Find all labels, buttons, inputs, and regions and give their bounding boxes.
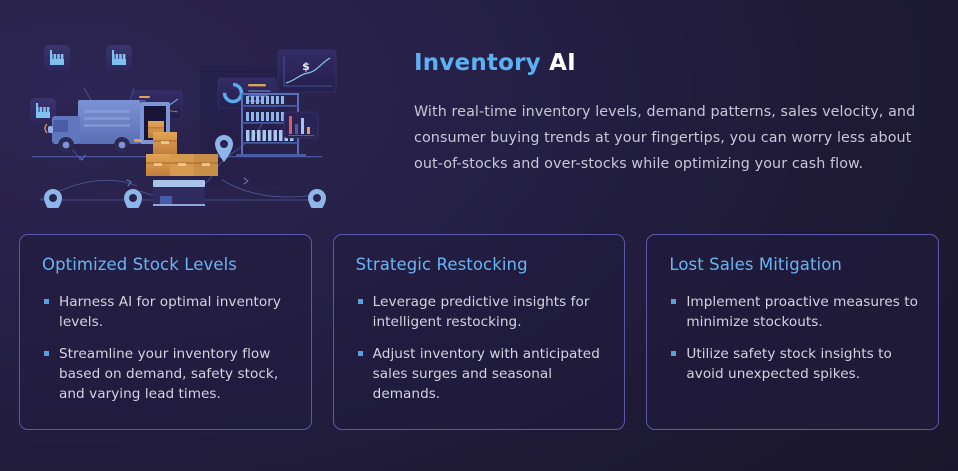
list-item: Harness AI for optimal inventory levels.: [42, 292, 291, 332]
page-title-primary: Inventory: [414, 50, 541, 76]
cardboard-boxes: [146, 132, 218, 176]
location-pin: [215, 135, 233, 162]
dollar-growth-chart-panel: $: [277, 49, 337, 93]
factory-icon: [44, 45, 70, 71]
card-title: Lost Sales Mitigation: [669, 255, 842, 274]
location-pin: [44, 189, 62, 216]
factory-icon: [106, 45, 132, 71]
list-item: Streamline your inventory flow based on …: [42, 344, 291, 404]
list-item: Implement proactive measures to minimize…: [669, 292, 918, 332]
dollar-symbol: $: [302, 60, 310, 73]
bar-chart-panel: [283, 111, 319, 139]
feature-card-optimized-stock-levels[interactable]: Optimized Stock Levels Harness AI for op…: [19, 234, 312, 430]
factory-icon: [30, 98, 56, 124]
card-title: Strategic Restocking: [355, 255, 528, 274]
page-title-secondary: AI: [549, 50, 576, 76]
list-item: Adjust inventory with anticipated sales …: [356, 344, 605, 404]
hero-copy: Inventory AI With real-time inventory le…: [414, 50, 922, 177]
hero-description: With real-time inventory levels, demand …: [414, 103, 916, 172]
card-bullet-list: Implement proactive measures to minimize…: [669, 292, 918, 384]
delivery-truck: [44, 100, 170, 153]
location-pin: [308, 189, 326, 216]
feature-card-lost-sales-mitigation[interactable]: Lost Sales Mitigation Implement proactiv…: [646, 234, 940, 430]
card-title: Optimized Stock Levels: [42, 255, 237, 274]
warehouse-building: [153, 180, 205, 206]
list-item: Leverage predictive insights for intelli…: [356, 292, 605, 332]
list-item: Utilize safety stock insights to avoid u…: [669, 344, 918, 384]
feature-card-strategic-restocking[interactable]: Strategic Restocking Leverage predictive…: [332, 234, 626, 430]
card-bullet-list: Leverage predictive insights for intelli…: [356, 292, 605, 404]
hero-section: $: [0, 0, 958, 222]
feature-card-list: Optimized Stock Levels Harness AI for op…: [19, 234, 940, 430]
location-pin: [124, 189, 142, 216]
supply-chain-illustration: $: [22, 28, 342, 216]
card-bullet-list: Harness AI for optimal inventory levels.…: [42, 292, 291, 404]
page-title: Inventory AI: [414, 50, 922, 78]
retail-shelving-unit: [236, 93, 306, 157]
